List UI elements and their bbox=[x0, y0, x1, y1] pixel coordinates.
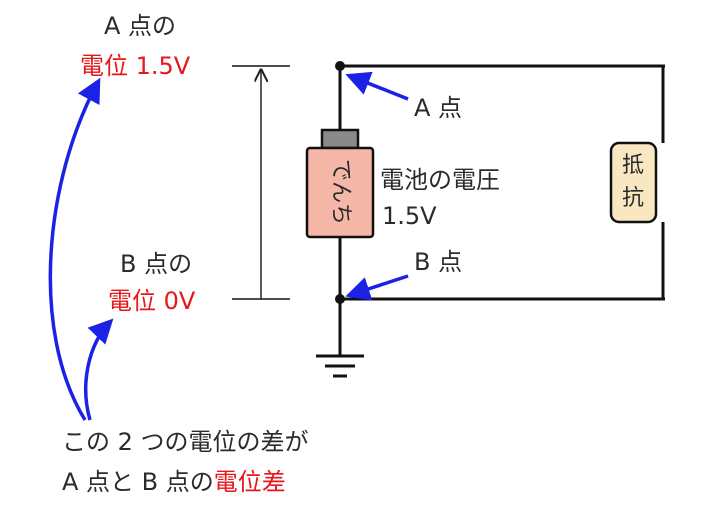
resistor: 抵 抗 bbox=[609, 141, 658, 224]
battery-caption-voltage: 1.5V bbox=[382, 202, 437, 230]
point-b-arrow bbox=[345, 274, 409, 301]
point-a-label: A 点 bbox=[414, 94, 462, 122]
resistor-body bbox=[609, 141, 658, 224]
a-potential-value: 電位 1.5V bbox=[80, 52, 191, 80]
point-b-label: B 点 bbox=[414, 248, 462, 276]
note-arrow-to-a bbox=[48, 77, 101, 421]
note-line-1: この 2 つの電位の差が bbox=[62, 428, 309, 456]
battery-label: でんち bbox=[328, 159, 353, 225]
note-line-2: A 点と B 点の電位差 bbox=[62, 468, 286, 496]
battery: でんち bbox=[305, 128, 375, 239]
battery-caption-title: 電池の電圧 bbox=[380, 166, 500, 194]
resistor-label-2: 抗 bbox=[622, 186, 644, 211]
resistor-label-1: 抵 bbox=[622, 153, 644, 178]
note-line-2-text: A 点と B 点の bbox=[62, 468, 214, 496]
ground-icon bbox=[316, 354, 364, 378]
note-arrow-to-b bbox=[84, 318, 114, 421]
circuit-wires bbox=[338, 64, 665, 355]
b-potential-value: 電位 0V bbox=[108, 287, 196, 315]
node-a-dot bbox=[335, 61, 345, 71]
battery-body bbox=[305, 146, 375, 239]
a-potential-title: A 点の bbox=[104, 12, 176, 40]
b-potential-title: B 点の bbox=[120, 250, 192, 278]
battery-cap bbox=[320, 128, 360, 150]
note-potential-difference: 電位差 bbox=[214, 468, 286, 496]
node-b-dot bbox=[335, 294, 345, 304]
point-a-arrow bbox=[345, 71, 409, 101]
